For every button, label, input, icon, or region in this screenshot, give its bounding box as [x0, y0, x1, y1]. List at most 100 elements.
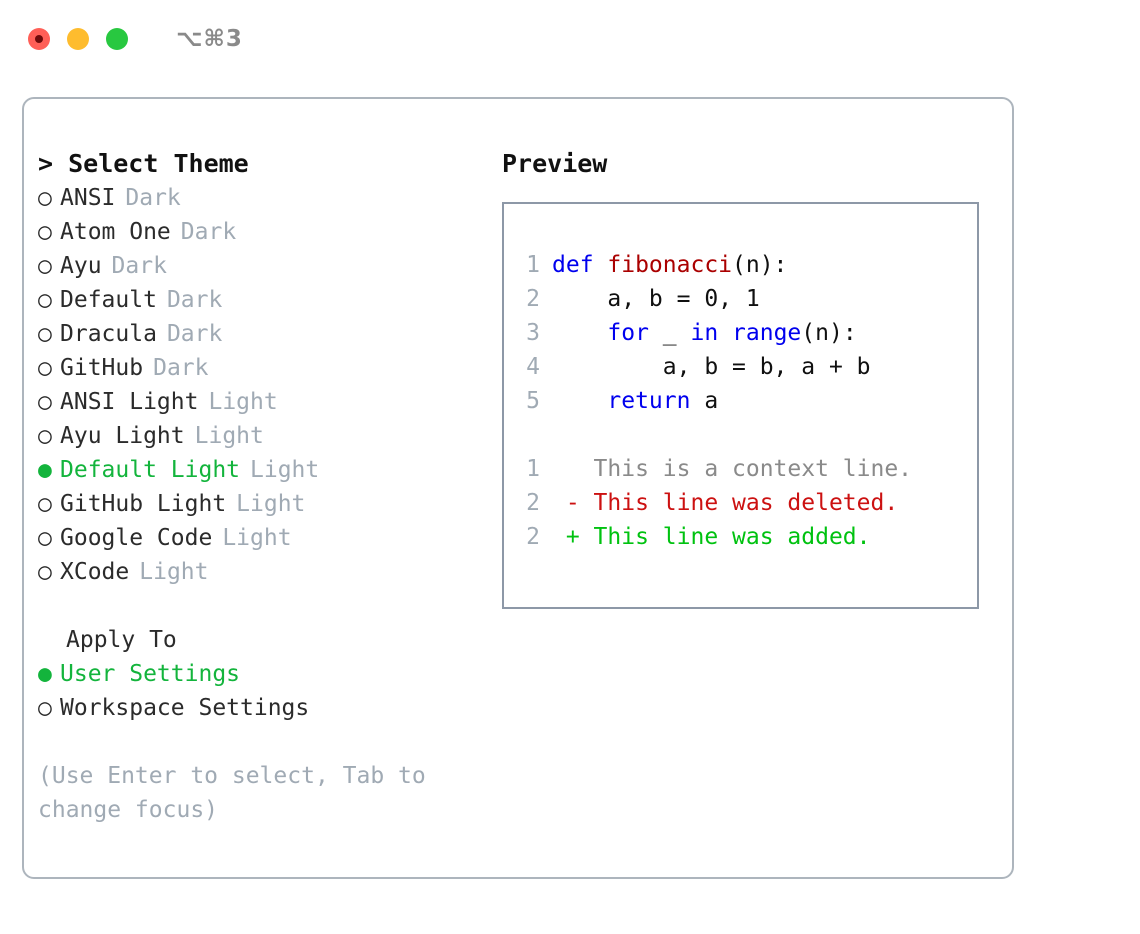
- option-category-label: Light: [236, 491, 306, 517]
- line-number: 2: [526, 286, 540, 312]
- option-label: GitHub: [60, 355, 144, 381]
- list-item[interactable]: ○ ANSI Dark: [38, 181, 488, 215]
- minimize-window-icon[interactable]: [67, 28, 89, 50]
- line-number: 5: [526, 388, 540, 414]
- code-token: range: [732, 320, 802, 346]
- code-token: (n):: [801, 320, 857, 346]
- code-token: in: [690, 320, 719, 346]
- code-token: - This line was deleted.: [552, 490, 899, 516]
- option-category-label: Dark: [111, 253, 167, 279]
- option-label: XCode: [60, 559, 130, 585]
- code-token: for: [607, 320, 649, 346]
- option-category-label: Dark: [180, 219, 237, 245]
- code-line: 4 a, b = b, a + b: [516, 350, 967, 384]
- list-item[interactable]: ○ Ayu Light Light: [38, 419, 488, 453]
- code-token: a, b = 0, 1: [552, 286, 760, 312]
- option-label: ANSI: [60, 185, 116, 211]
- code-line: 5 return a: [516, 384, 967, 418]
- radio-selected-icon: ●: [38, 661, 52, 687]
- maximize-window-icon[interactable]: [106, 28, 128, 50]
- list-item[interactable]: ● Default Light Light: [38, 453, 488, 487]
- code-spacer: [516, 418, 967, 452]
- option-label: Default: [60, 287, 157, 313]
- option-label: GitHub Light: [60, 491, 227, 517]
- option-label: Workspace Settings: [60, 695, 310, 721]
- code-token: a: [690, 388, 719, 414]
- window-controls: [28, 28, 128, 50]
- code-token: a, b = b, a + b: [552, 354, 871, 380]
- radio-unselected-icon: ○: [38, 491, 52, 517]
- code-line: 2 a, b = 0, 1: [516, 282, 967, 316]
- code-line: 3 for _ in range(n):: [516, 316, 967, 350]
- list-item[interactable]: ○ Atom One Dark: [38, 215, 488, 249]
- option-category-label: Dark: [153, 355, 209, 381]
- code-line-content: a, b = 0, 1: [552, 282, 760, 316]
- code-token: This is a context line.: [552, 456, 913, 482]
- option-label: Atom One: [60, 219, 171, 245]
- code-line-content: a, b = b, a + b: [552, 350, 871, 384]
- option-label: Default Light: [60, 457, 241, 483]
- code-token: def: [552, 252, 608, 278]
- apply-to-list[interactable]: ●User Settings ○ Workspace Settings: [38, 657, 488, 725]
- code-line-content: def fibonacci(n):: [552, 248, 787, 282]
- code-token: [552, 388, 607, 414]
- option-label: Ayu Light: [60, 423, 185, 449]
- code-line: 2 + This line was added.: [516, 520, 967, 554]
- code-line: 2 - This line was deleted.: [516, 486, 967, 520]
- radio-unselected-icon: ○: [38, 185, 52, 211]
- radio-unselected-icon: ○: [38, 321, 52, 347]
- option-category-label: Light: [222, 525, 292, 551]
- code-token: return: [607, 388, 691, 414]
- line-number: 2: [526, 490, 540, 516]
- option-category-label: Light: [194, 423, 264, 449]
- radio-unselected-icon: ○: [38, 355, 52, 381]
- list-item[interactable]: ○ Dracula Dark: [38, 317, 488, 351]
- radio-unselected-icon: ○: [38, 423, 52, 449]
- code-token: [718, 320, 732, 346]
- line-number: 1: [526, 456, 540, 482]
- line-number: 2: [526, 524, 540, 550]
- close-window-icon[interactable]: [28, 28, 50, 50]
- list-item[interactable]: ○ Workspace Settings: [38, 691, 488, 725]
- code-token: (n):: [732, 252, 788, 278]
- code-token: _: [648, 320, 691, 346]
- code-line: 1 This is a context line.: [516, 452, 967, 486]
- line-number: 3: [526, 320, 540, 346]
- list-item[interactable]: ○ GitHub Light Light: [38, 487, 488, 521]
- titlebar: ⌥⌘3: [0, 0, 1140, 78]
- radio-unselected-icon: ○: [38, 253, 52, 279]
- preview-heading: Preview: [502, 149, 608, 178]
- code-token: fibonacci: [607, 252, 733, 278]
- option-category-label: Light: [208, 389, 278, 415]
- code-line-content: - This line was deleted.: [552, 486, 898, 520]
- code-token: [552, 320, 607, 346]
- option-category-label: Dark: [125, 185, 181, 211]
- option-category-label: Light: [250, 457, 320, 483]
- radio-unselected-icon: ○: [38, 287, 52, 313]
- radio-selected-icon: ●: [38, 457, 52, 483]
- list-item[interactable]: ○ GitHub Dark: [38, 351, 488, 385]
- option-label: Google Code: [60, 525, 213, 551]
- radio-unselected-icon: ○: [38, 695, 52, 721]
- keyboard-hint-text: (Use Enter to select, Tab to change focu…: [38, 763, 440, 823]
- option-label: Dracula: [60, 321, 157, 347]
- line-number: 4: [526, 354, 540, 380]
- radio-unselected-icon: ○: [38, 219, 52, 245]
- option-category-label: Dark: [166, 321, 223, 347]
- list-item[interactable]: ●User Settings: [38, 657, 488, 691]
- code-line-content: return a: [552, 384, 718, 418]
- option-category-label: Light: [139, 559, 209, 585]
- code-token: + This line was added.: [552, 524, 871, 550]
